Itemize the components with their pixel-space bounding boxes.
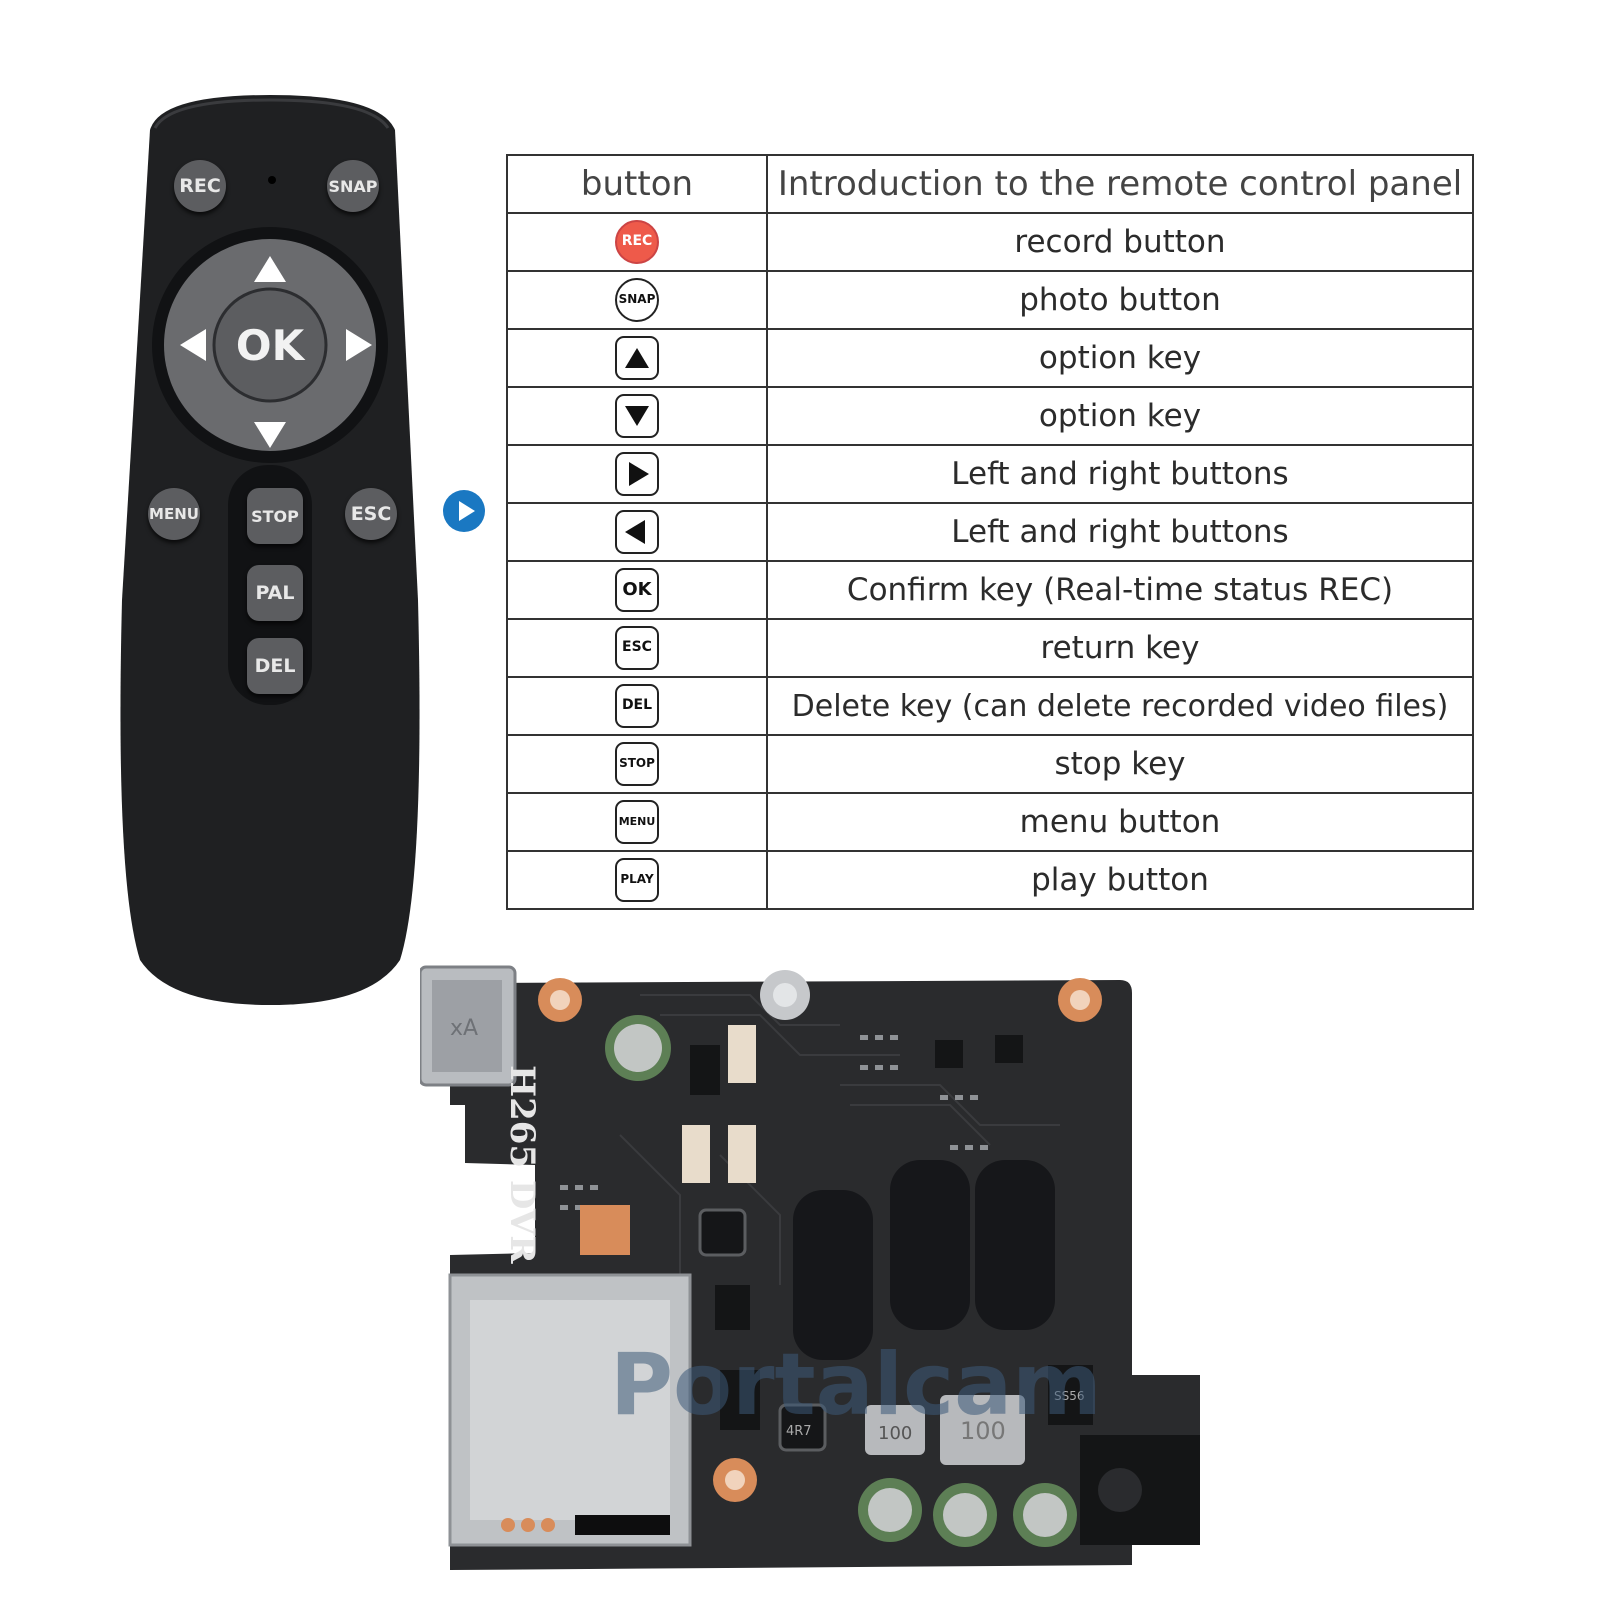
del-key-icon: DEL bbox=[615, 684, 659, 728]
inductor-100-b-label: 100 bbox=[960, 1417, 1006, 1445]
snap-key-icon: SNAP bbox=[615, 278, 659, 322]
esc-button[interactable]: ESC bbox=[345, 488, 397, 540]
table-row: REC record button bbox=[506, 212, 1474, 272]
table-header-row: button Introduction to the remote contro… bbox=[506, 154, 1474, 214]
row-description: option key bbox=[766, 328, 1474, 388]
table-row: option key bbox=[506, 386, 1474, 446]
right-arrow-key-icon bbox=[615, 452, 659, 496]
menu-key-icon: MENU bbox=[615, 800, 659, 844]
row-description: photo button bbox=[766, 270, 1474, 330]
table-row: PLAY play button bbox=[506, 850, 1474, 910]
watermark-logo: Portalcam bbox=[610, 1335, 1102, 1435]
table-row: Left and right buttons bbox=[506, 444, 1474, 504]
row-description: Confirm key (Real-time status REC) bbox=[766, 560, 1474, 620]
remote-control: REC SNAP OK MENU STOP ESC PAL DEL bbox=[0, 0, 460, 1030]
row-description: Delete key (can delete recorded video fi… bbox=[766, 676, 1474, 736]
header-introduction: Introduction to the remote control panel bbox=[766, 154, 1474, 214]
table-row: SNAP photo button bbox=[506, 270, 1474, 330]
table-row: Left and right buttons bbox=[506, 502, 1474, 562]
table-row: option key bbox=[506, 328, 1474, 388]
stop-key-icon: STOP bbox=[615, 742, 659, 786]
up-arrow-key-icon bbox=[615, 336, 659, 380]
menu-button[interactable]: MENU bbox=[148, 488, 200, 540]
silkscreen-label: H265 DVR bbox=[502, 1065, 542, 1264]
pal-button[interactable]: PAL bbox=[247, 565, 303, 621]
table-row: OK Confirm key (Real-time status REC) bbox=[506, 560, 1474, 620]
row-description: option key bbox=[766, 386, 1474, 446]
row-description: record button bbox=[766, 212, 1474, 272]
row-description: stop key bbox=[766, 734, 1474, 794]
pcb-icon: xA bbox=[420, 965, 1200, 1570]
down-arrow-key-icon bbox=[615, 394, 659, 438]
header-button: button bbox=[506, 154, 768, 214]
button-table: button Introduction to the remote contro… bbox=[506, 154, 1474, 910]
row-description: return key bbox=[766, 618, 1474, 678]
table-row: STOP stop key bbox=[506, 734, 1474, 794]
inductor-4r7-label: 4R7 bbox=[786, 1424, 812, 1439]
table-row: MENU menu button bbox=[506, 792, 1474, 852]
table-row: DEL Delete key (can delete recorded vide… bbox=[506, 676, 1474, 736]
ok-button[interactable]: OK bbox=[235, 320, 305, 370]
ok-key-icon: OK bbox=[615, 568, 659, 612]
row-description: play button bbox=[766, 850, 1474, 910]
row-description: menu button bbox=[766, 792, 1474, 852]
inductor-100-a-label: 100 bbox=[878, 1423, 912, 1444]
esc-key-icon: ESC bbox=[615, 626, 659, 670]
dvr-circuit-board: xA bbox=[420, 955, 1240, 1585]
left-arrow-key-icon bbox=[615, 510, 659, 554]
diode-label: SS56 bbox=[1054, 1389, 1085, 1403]
table-row: ESC return key bbox=[506, 618, 1474, 678]
del-button[interactable]: DEL bbox=[247, 638, 303, 694]
play-circle-icon bbox=[443, 490, 485, 532]
connector-label: xA bbox=[450, 1016, 478, 1041]
row-description: Left and right buttons bbox=[766, 502, 1474, 562]
stop-button[interactable]: STOP bbox=[247, 488, 303, 544]
rec-button[interactable]: REC bbox=[174, 160, 226, 212]
rec-key-icon: REC bbox=[615, 220, 659, 264]
play-key-icon: PLAY bbox=[615, 858, 659, 902]
snap-button[interactable]: SNAP bbox=[327, 160, 379, 212]
row-description: Left and right buttons bbox=[766, 444, 1474, 504]
